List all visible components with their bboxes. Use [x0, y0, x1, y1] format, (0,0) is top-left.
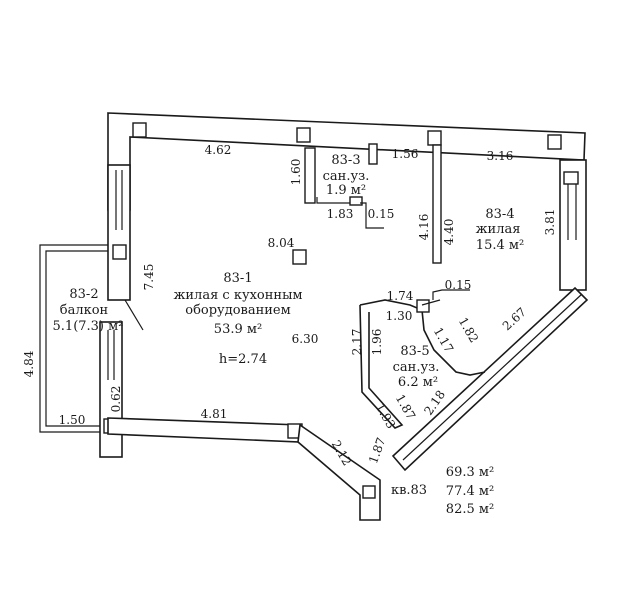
- bath-small-walls: [304, 143, 384, 229]
- balcony-outline: [39, 244, 110, 433]
- dim-2-17: 2.17: [350, 329, 364, 356]
- room-83-5-name: сан.уз.: [393, 360, 440, 375]
- top-column-1: [132, 122, 147, 138]
- apartment-area-3: 82.5 м²: [446, 502, 494, 517]
- room-83-2-area: 5.1(7.3) м²: [53, 319, 124, 334]
- room-83-3-name: сан.уз.: [323, 169, 370, 184]
- dim-0-62: 0.62: [109, 386, 123, 413]
- room-83-3-label: 83-3 сан.уз. 1.9 м²: [323, 153, 370, 198]
- dim-1-60: 1.60: [289, 159, 303, 186]
- room-83-4-label: 83-4 жилая 15.4 м²: [476, 207, 525, 253]
- dim-3-16: 3.16: [487, 149, 514, 163]
- dim-1-96: 1.96: [370, 329, 384, 356]
- dim-0-15-b: 0.15: [445, 278, 472, 292]
- dim-1-82: 1.82: [456, 315, 481, 345]
- diagonal-wall-right: [391, 286, 589, 472]
- apartment-area-2: 77.4 м²: [446, 484, 494, 499]
- bath-large-column: [416, 299, 430, 313]
- right-wall: [559, 159, 587, 291]
- dim-1-50: 1.50: [59, 413, 86, 427]
- dim-0-15-a: 0.15: [368, 207, 395, 221]
- dim-1-30: 1.30: [386, 309, 413, 323]
- dim-4-81: 4.81: [201, 407, 228, 421]
- dim-8-04: 8.04: [268, 236, 295, 250]
- room-83-2-id: 83-2: [69, 287, 98, 302]
- dim-1-87-a: 1.87: [393, 392, 418, 422]
- balcony-door-line: [124, 299, 144, 331]
- dim-6-30: 6.30: [292, 332, 319, 346]
- dim-1-56: 1.56: [392, 147, 419, 161]
- diagonal-column: [362, 485, 376, 499]
- dim-2-67: 2.67: [500, 305, 529, 333]
- bottom-wall: [107, 417, 303, 443]
- room-83-5-area: 6.2 м²: [398, 375, 438, 390]
- room-83-3-area: 1.9 м²: [326, 183, 366, 198]
- dim-4-84: 4.84: [22, 350, 36, 377]
- dim-4-16: 4.16: [417, 214, 431, 241]
- left-column: [112, 244, 127, 260]
- bedroom-partition: [432, 144, 442, 264]
- top-column-2: [296, 127, 311, 143]
- top-column-4: [547, 134, 562, 150]
- dim-1-83: 1.83: [327, 207, 354, 221]
- room-83-4-id: 83-4: [485, 207, 514, 222]
- top-column-3: [427, 130, 442, 146]
- dim-1-74: 1.74: [387, 289, 414, 303]
- room-83-1-id: 83-1: [223, 271, 252, 286]
- room-83-4-name: жилая: [476, 222, 521, 237]
- room-83-1-height: h=2.74: [219, 352, 267, 367]
- dim-3-81: 3.81: [543, 209, 557, 236]
- apartment-name: кв.83: [391, 483, 427, 498]
- dim-1-87-b: 1.87: [366, 436, 388, 466]
- room-83-1-label: 83-1 жилая с кухонным оборудованием 53.9…: [173, 271, 302, 367]
- dim-4-62: 4.62: [205, 143, 232, 157]
- dim-4-40: 4.40: [442, 219, 456, 246]
- dim-7-45: 7.45: [142, 264, 156, 291]
- room-83-1-name-2: оборудованием: [185, 303, 291, 318]
- room-83-2-name: балкон: [60, 303, 108, 318]
- room-83-1-area: 53.9 м²: [214, 322, 262, 337]
- room-83-1-name-1: жилая с кухонным: [173, 288, 302, 303]
- center-column: [292, 249, 307, 265]
- room-83-5-id: 83-5: [400, 344, 429, 359]
- room-83-5-label: 83-5 сан.уз. 6.2 м²: [393, 344, 440, 390]
- room-83-3-id: 83-3: [331, 153, 360, 168]
- bath-large-walls: [359, 289, 486, 429]
- diagonal-wall-lower: [297, 423, 381, 521]
- room-83-4-area: 15.4 м²: [476, 238, 524, 253]
- right-column: [563, 171, 579, 185]
- apartment-area-1: 69.3 м²: [446, 465, 494, 480]
- apartment-summary: кв.83 69.3 м² 77.4 м² 82.5 м²: [391, 465, 494, 517]
- room-83-2-label: 83-2 балкон 5.1(7.3) м²: [53, 287, 124, 334]
